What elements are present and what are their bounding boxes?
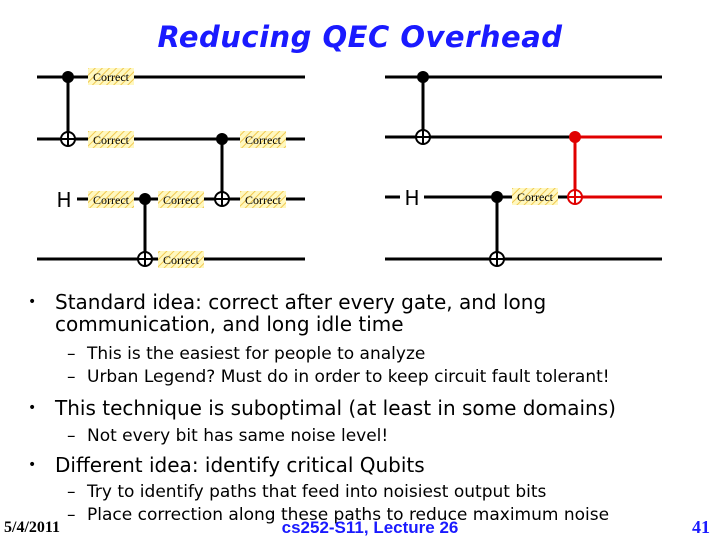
gate-box: [400, 185, 424, 209]
sub-text: Place correction along these paths to re…: [87, 505, 610, 525]
correct-box: Correct: [88, 131, 134, 148]
correct-box: Correct: [240, 131, 286, 148]
correct-label: Correct: [163, 253, 200, 267]
dash-icon: –: [67, 367, 76, 387]
page-number: 41: [692, 517, 710, 537]
correct-label: Correct: [93, 193, 130, 207]
correct-box: Correct: [240, 191, 286, 208]
dash-icon: –: [67, 344, 76, 364]
slide-title: Reducing QEC Overhead: [157, 20, 563, 54]
bullet-line: Standard idea: correct after every gate,…: [55, 290, 547, 314]
gate-box: [240, 191, 286, 208]
sub-item: – This is the easiest for people to anal…: [67, 344, 425, 365]
target-xor-icon: [60, 131, 76, 147]
hadamard-label: H: [404, 186, 419, 210]
gate-box: [52, 187, 76, 211]
bullet-line: communication, and long idle time: [55, 312, 404, 336]
hadamard-gate: H: [52, 187, 76, 212]
bullet-dot-icon: •: [28, 294, 37, 310]
correct-box: Correct: [512, 188, 558, 205]
control-dot: [216, 133, 228, 145]
footer-date: 5/4/2011: [4, 519, 61, 536]
correct-label: Correct: [517, 190, 554, 204]
dash-icon: –: [67, 482, 76, 502]
target-xor-icon: [567, 189, 583, 205]
sub-text: Urban Legend? Must do in order to keep c…: [87, 367, 610, 387]
sub-item: – Try to identify paths that feed into n…: [67, 482, 546, 503]
bullet-line: This technique is suboptimal (at least i…: [55, 396, 616, 420]
quantum-circuit-diagram: H Correct Correct Correct Correct Correc…: [37, 68, 662, 268]
gate-box: [158, 251, 204, 268]
correct-box: Correct: [158, 251, 204, 268]
gate-box: [88, 68, 134, 85]
control-dot: [491, 191, 503, 203]
gate-box: [88, 191, 134, 208]
hadamard-gate: H: [400, 185, 424, 210]
bullet-item: • Different idea: identify critical Qubi…: [28, 454, 668, 476]
gate-box: [88, 131, 134, 148]
correct-box: Correct: [158, 191, 204, 208]
gate-box: [240, 131, 286, 148]
dash-icon: –: [67, 505, 76, 525]
bullet-dot-icon: •: [28, 400, 37, 416]
sub-item: – Not every bit has same noise level!: [67, 426, 388, 447]
sub-item: – Urban Legend? Must do in order to keep…: [67, 367, 610, 388]
footer-course: cs252-S11, Lecture 26: [281, 518, 459, 537]
gate-box: [512, 188, 558, 205]
target-xor-icon: [137, 251, 153, 267]
dash-icon: –: [67, 426, 76, 446]
gate-box: [158, 191, 204, 208]
correct-label: Correct: [93, 133, 130, 147]
bullet-item: • This technique is suboptimal (at least…: [28, 397, 698, 419]
correct-label: Correct: [93, 70, 130, 84]
target-xor-icon: [214, 191, 230, 207]
control-dot: [417, 71, 429, 83]
bullet-dot-icon: •: [28, 457, 37, 473]
control-dot: [62, 71, 74, 83]
correct-box: Correct: [88, 68, 134, 85]
target-xor-icon: [489, 251, 505, 267]
correct-label: Correct: [245, 133, 282, 147]
sub-text: Try to identify paths that feed into noi…: [87, 482, 547, 502]
target-xor-icon: [415, 129, 431, 145]
hadamard-label: H: [56, 188, 71, 212]
correct-label: Correct: [245, 193, 282, 207]
correct-label: Correct: [163, 193, 200, 207]
bullet-line: Different idea: identify critical Qubits: [55, 453, 425, 477]
correct-box: Correct: [88, 191, 134, 208]
bullet-item: • Standard idea: correct after every gat…: [28, 291, 668, 335]
control-dot: [139, 193, 151, 205]
sub-text: Not every bit has same noise level!: [87, 426, 389, 446]
sub-item: – Place correction along these paths to …: [67, 505, 609, 526]
control-dot: [569, 131, 581, 143]
sub-text: This is the easiest for people to analyz…: [87, 344, 426, 364]
